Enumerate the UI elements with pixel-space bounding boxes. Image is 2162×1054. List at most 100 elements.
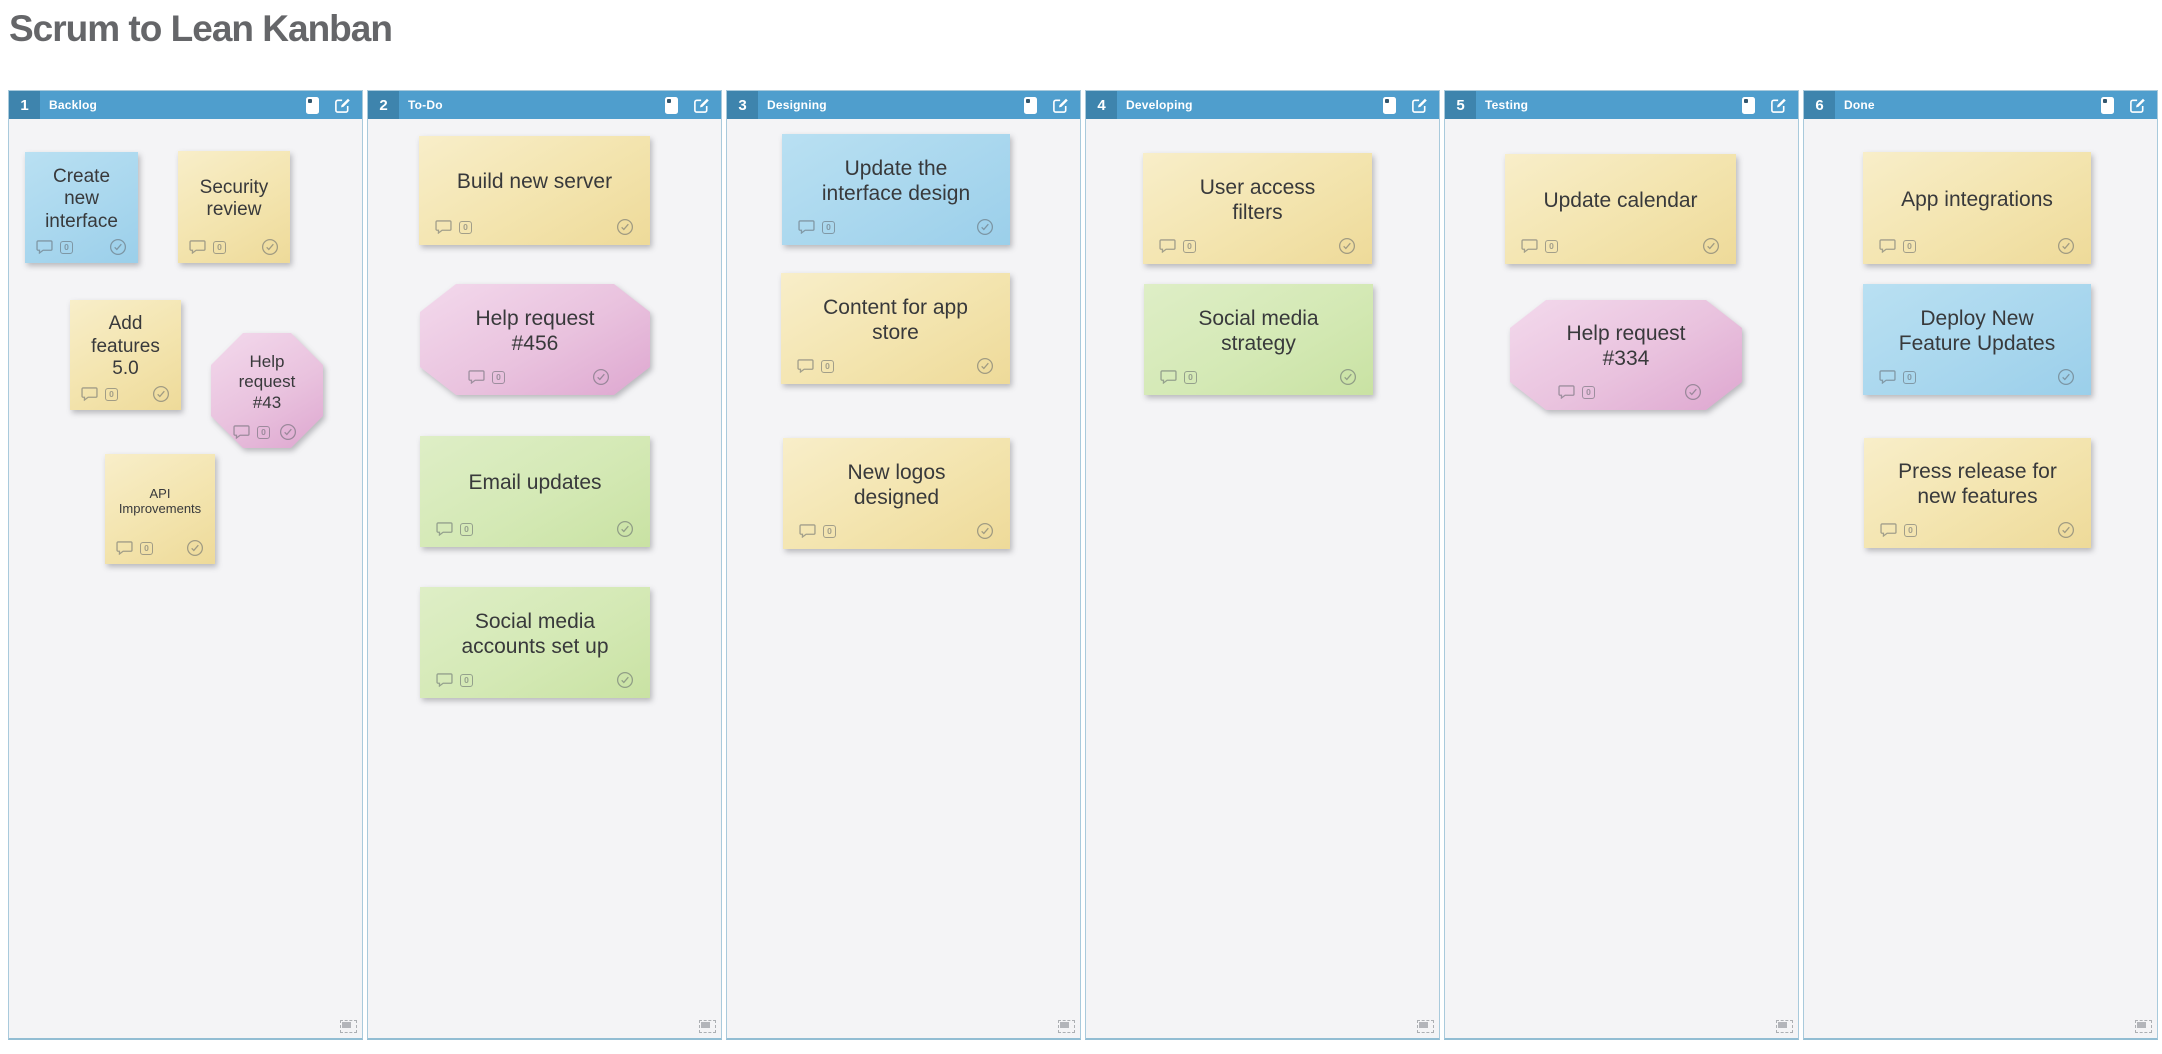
count-badge[interactable]: 0 [821,359,834,373]
add-sticky-note-icon[interactable] [1024,96,1037,114]
edit-column-icon[interactable] [693,97,710,114]
comment-icon[interactable] [1159,239,1176,253]
count-badge[interactable]: 0 [213,240,226,254]
count-badge[interactable]: 0 [1904,523,1917,537]
task-check-icon[interactable] [616,520,634,538]
task-check-icon[interactable] [976,357,994,375]
count-badge[interactable]: 0 [257,426,270,439]
comment-icon[interactable] [1521,239,1538,253]
add-sticky-note-icon[interactable] [1383,96,1396,114]
edit-column-icon[interactable] [1052,97,1069,114]
task-check-icon[interactable] [2057,237,2075,255]
comment-icon[interactable] [798,220,815,234]
task-check-icon[interactable] [279,423,297,441]
task-check-icon[interactable] [1684,383,1702,401]
task-check-icon[interactable] [616,218,634,236]
add-sticky-note-icon[interactable] [665,96,678,114]
task-check-icon[interactable] [261,238,279,256]
add-sticky-note-icon[interactable] [306,96,319,114]
count-badge[interactable]: 0 [492,371,505,384]
comment-icon[interactable] [799,524,816,538]
comment-icon[interactable] [436,522,453,536]
edit-column-icon[interactable] [334,97,351,114]
column-resize-handle[interactable] [699,1020,716,1033]
comment-icon[interactable] [436,673,453,687]
task-check-icon[interactable] [2057,521,2075,539]
count-badge[interactable]: 0 [105,387,118,401]
edit-column-icon[interactable] [1411,97,1428,114]
count-badge[interactable]: 0 [460,522,473,536]
comment-icon[interactable] [233,425,250,439]
count-badge[interactable]: 0 [60,240,73,254]
edit-column-icon[interactable] [1770,97,1787,114]
task-check-icon[interactable] [616,671,634,689]
comment-icon[interactable] [797,359,814,373]
task-check-icon[interactable] [109,238,127,256]
comment-icon[interactable] [1879,239,1896,253]
count-badge[interactable]: 0 [1582,386,1595,399]
task-check-icon[interactable] [1702,237,1720,255]
column-resize-handle[interactable] [2135,1020,2152,1033]
comment-icon[interactable] [468,370,485,384]
add-sticky-note-icon[interactable] [1742,96,1755,114]
task-check-icon[interactable] [592,368,610,386]
count-badge[interactable]: 0 [823,524,836,538]
count-badge[interactable]: 0 [459,220,472,234]
count-badge[interactable]: 0 [460,673,473,687]
task-check-icon[interactable] [186,539,204,557]
task-check-icon[interactable] [152,385,170,403]
task-check-icon[interactable] [1339,368,1357,386]
count-badge[interactable]: 0 [1183,239,1196,253]
task-check-icon[interactable] [2057,368,2075,386]
comment-icon[interactable] [1880,523,1897,537]
comment-icon[interactable] [36,240,53,254]
column-resize-handle[interactable] [1058,1020,1075,1033]
count-badge[interactable]: 0 [822,220,835,234]
task-check-icon[interactable] [976,218,994,236]
count-badge[interactable]: 0 [1903,370,1916,384]
column-resize-handle[interactable] [340,1020,357,1033]
task-check-icon[interactable] [976,522,994,540]
count-badge[interactable]: 0 [1545,239,1558,253]
column-resize-handle[interactable] [1776,1020,1793,1033]
edit-column-icon[interactable] [2129,97,2146,114]
comment-icon[interactable] [1879,370,1896,384]
task-check-icon[interactable] [1338,237,1356,255]
column-resize-handle[interactable] [1417,1020,1434,1033]
count-badge[interactable]: 0 [1903,239,1916,253]
comment-icon[interactable] [1160,370,1177,384]
comment-icon[interactable] [189,240,206,254]
count-badge[interactable]: 0 [1184,370,1197,384]
add-sticky-note-icon[interactable] [2101,96,2114,114]
count-badge[interactable]: 0 [140,541,153,555]
comment-icon[interactable] [81,387,98,401]
comment-icon[interactable] [116,541,133,555]
comment-icon[interactable] [435,220,452,234]
comment-icon[interactable] [1558,385,1575,399]
